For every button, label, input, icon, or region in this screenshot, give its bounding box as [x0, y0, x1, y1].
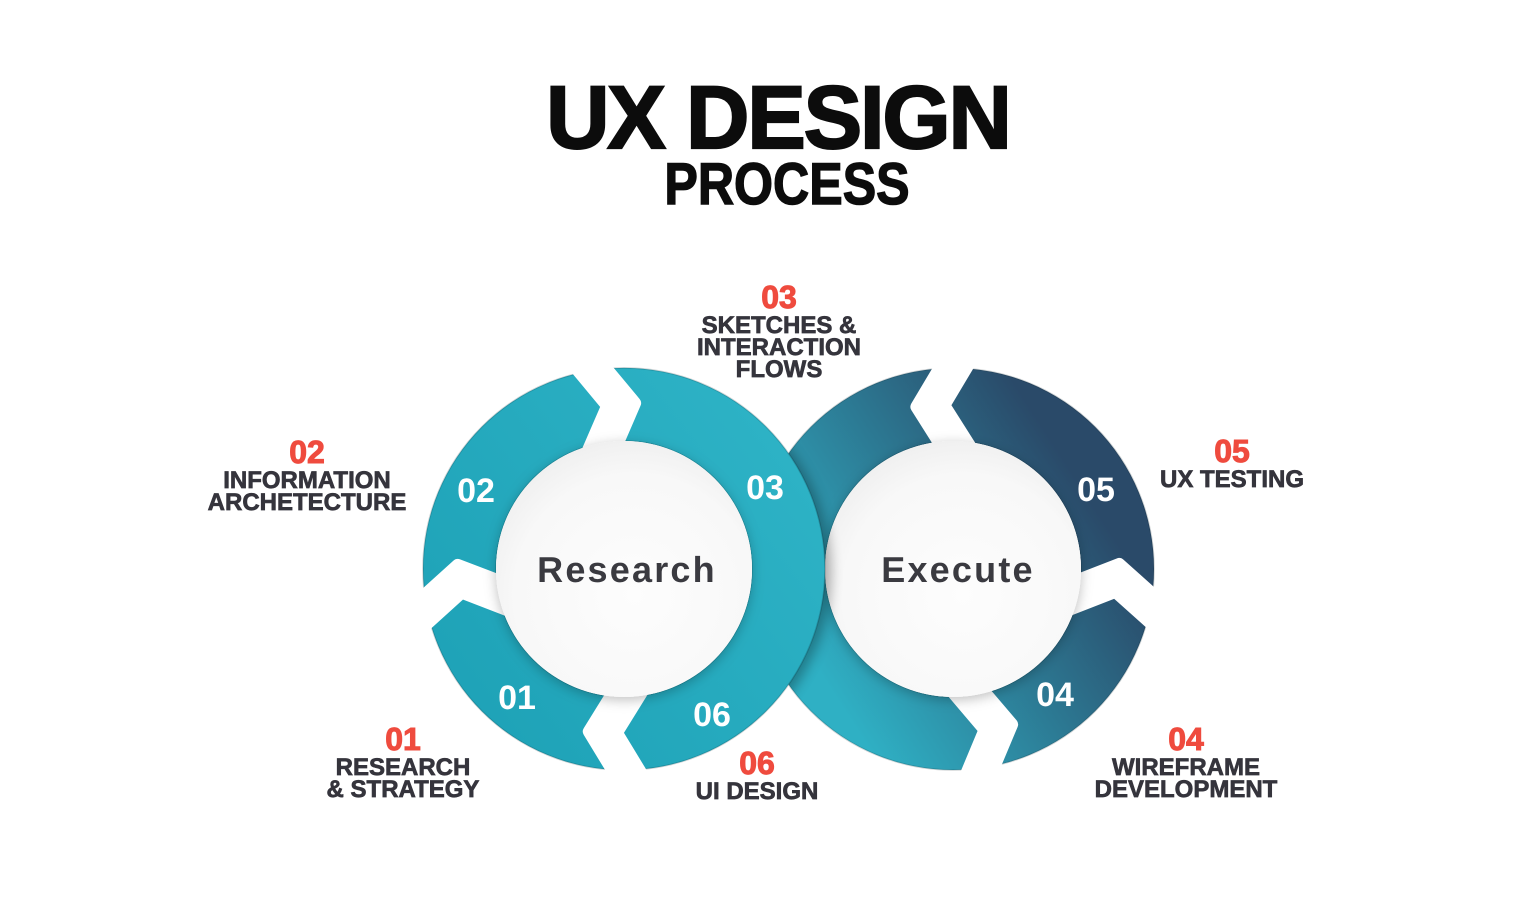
svg-text:06: 06	[693, 696, 731, 734]
svg-text:02: 02	[457, 472, 495, 510]
svg-text:04: 04	[1036, 676, 1074, 714]
svg-text:01: 01	[498, 679, 536, 717]
svg-text:Execute: Execute	[881, 549, 1034, 590]
svg-text:05: 05	[1077, 471, 1115, 509]
svg-text:Research: Research	[537, 549, 717, 590]
svg-text:03: 03	[746, 469, 784, 507]
